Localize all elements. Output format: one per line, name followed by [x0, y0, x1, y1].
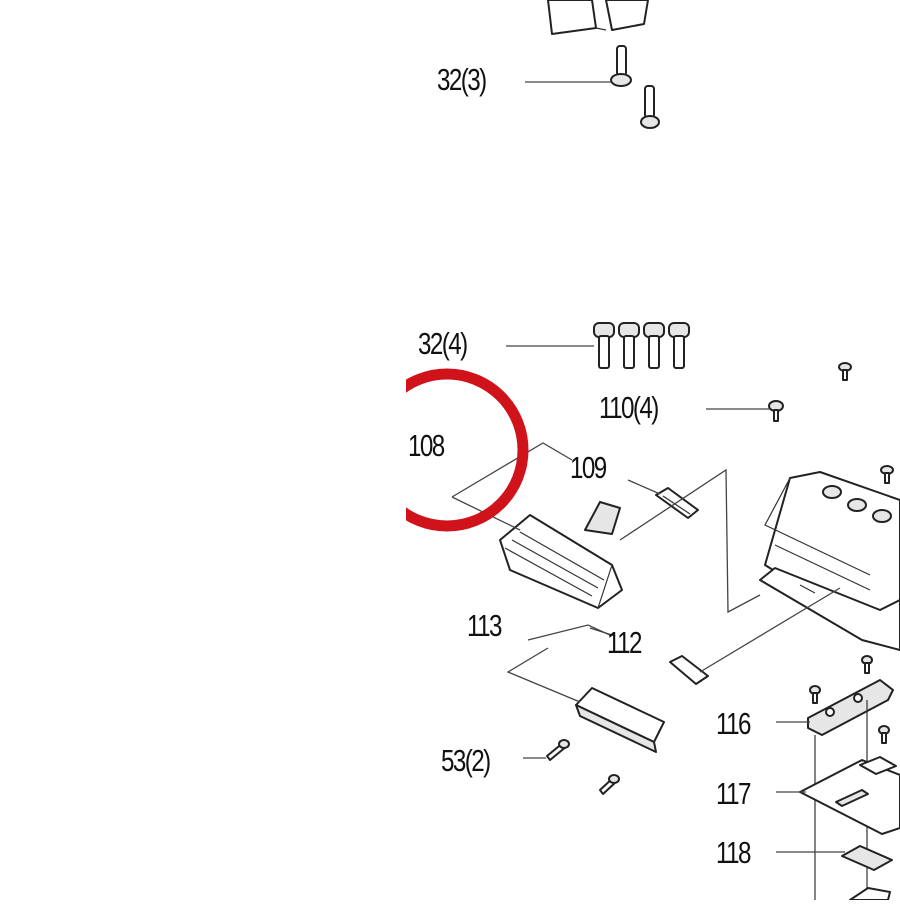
- small-screw-116-left: [809, 685, 821, 704]
- small-screw-right: [880, 465, 894, 484]
- screw-53-a: [546, 739, 570, 761]
- callout-108: 108: [408, 428, 445, 463]
- callout-112: 112: [607, 625, 642, 660]
- callout-32-3: 32(3): [437, 62, 487, 97]
- callout-109: 109: [570, 450, 607, 485]
- part-117-plate: [799, 756, 900, 835]
- clip-part: [584, 501, 621, 535]
- callout-32-4: 32(4): [418, 326, 468, 361]
- leader-112-assembly: [699, 587, 841, 673]
- part-116-bracket: [807, 679, 894, 736]
- top-bracket-part: [547, 0, 649, 35]
- callout-117: 117: [716, 776, 751, 811]
- callout-118: 118: [716, 835, 751, 870]
- part-118-pad: [841, 845, 893, 871]
- screw-32-3-b: [640, 85, 660, 129]
- leader-108-bracket: [451, 442, 573, 498]
- callout-113: 113: [467, 608, 502, 643]
- left-clip-mask: [0, 330, 406, 570]
- part-112-gasket: [669, 655, 709, 685]
- main-housing-assembly: [759, 471, 900, 651]
- screw-53-b: [599, 774, 620, 795]
- part-108-housing: [499, 514, 623, 609]
- screw-110: [768, 400, 784, 422]
- small-screw-117: [878, 725, 890, 744]
- leader-109-assembly: [619, 468, 761, 614]
- callout-116: 116: [716, 706, 751, 741]
- leader-109: [627, 479, 661, 495]
- small-screw-116-right: [861, 655, 873, 674]
- part-113-block: [575, 687, 665, 753]
- screw-32-3-a: [610, 45, 632, 87]
- small-screw-top-right: [838, 362, 852, 381]
- screw-row-32-4: [593, 322, 690, 369]
- leader-113-upper: [527, 624, 613, 641]
- bottom-partial-part: [849, 887, 891, 901]
- callout-53-2: 53(2): [441, 743, 491, 778]
- callout-110-4: 110(4): [599, 390, 659, 425]
- leader-113-lower: [506, 647, 581, 703]
